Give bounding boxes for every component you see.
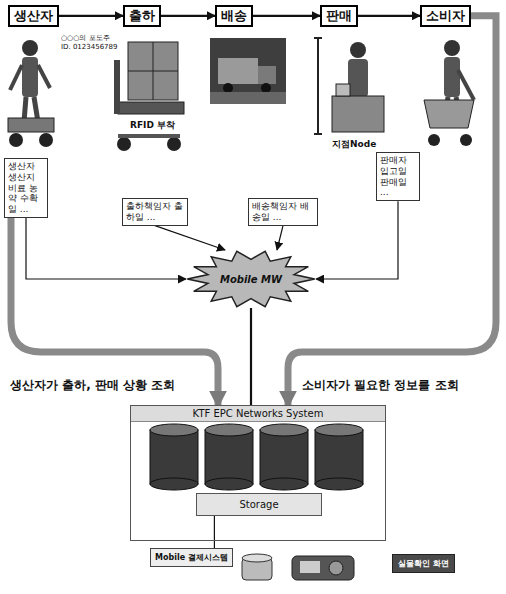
node-text: 판매 [326,8,352,24]
stage-header: 소비자 [420,5,471,27]
flow-arrow [155,226,225,250]
query-arrow [288,16,496,405]
delivery-photo [210,38,286,104]
flow-arrow [277,226,283,250]
producer-figure [8,40,54,147]
node-text: 판매자 입고일 판매일 ... [380,155,416,198]
flow-arrow [253,15,320,17]
node-text: 생산자 [14,8,53,24]
payment-box: Mobile 결제시스템 [150,548,233,567]
flow-arrow [358,15,420,17]
node-text: 배송 [221,8,247,24]
stage-header: 배송 [215,5,253,27]
query-caption: 생산자가 출하, 판매 상황 조회 [8,377,177,394]
product-id: ID. 0123456789 [60,43,118,51]
device-icons [242,554,354,580]
product-name: ○○○의 포도주 [60,33,111,43]
database-cylinders [150,424,363,490]
storage-box: Storage [196,493,322,516]
stage-header: 출하 [123,5,161,27]
flow-arrow [316,201,398,279]
rfid-note: RFID 부착 [128,119,177,132]
node-text: KTF EPC Networks System [131,406,385,422]
screen-box: 실물확인 화면 [392,554,455,573]
shipping-figure [114,42,184,151]
node-text: Mobile 결제시스템 [155,552,228,563]
stage-header: 판매 [320,5,358,27]
sales-figure [314,38,384,134]
flow-arrow [59,15,123,17]
system-box: KTF EPC Networks SystemStorage [130,405,386,541]
flow-arrow [161,15,215,17]
node-text: 소비자 [426,8,465,24]
node-text: 실물확인 화면 [398,558,449,569]
node-text: 생산자 생산지 비료 농약 수확일 ... [8,161,44,215]
info-box: 출하책임자 출하일 ... [122,198,188,226]
node-text: 출하 [129,8,155,24]
flow-arrow [214,516,215,548]
node-note: 지점Node [330,138,378,151]
info-box: 판매자 입고일 판매일 ... [376,152,420,201]
middleware-burst: Mobile MW [186,250,316,308]
query-caption: 소비자가 필요한 정보를 조회 [300,377,461,394]
consumer-figure [424,40,474,146]
node-text: Mobile MW [220,274,282,285]
stage-header: 생산자 [8,5,59,27]
info-box: 배송책임자 배송일 ... [248,198,318,226]
flow-arrow [250,308,252,405]
node-text: 배송책임자 배송일 ... [252,201,314,223]
flow-arrow [26,218,186,279]
info-box: 생산자 생산지 비료 농약 수확일 ... [4,158,48,218]
node-text: 출하책임자 출하일 ... [126,201,184,223]
node-text: Storage [201,499,317,510]
